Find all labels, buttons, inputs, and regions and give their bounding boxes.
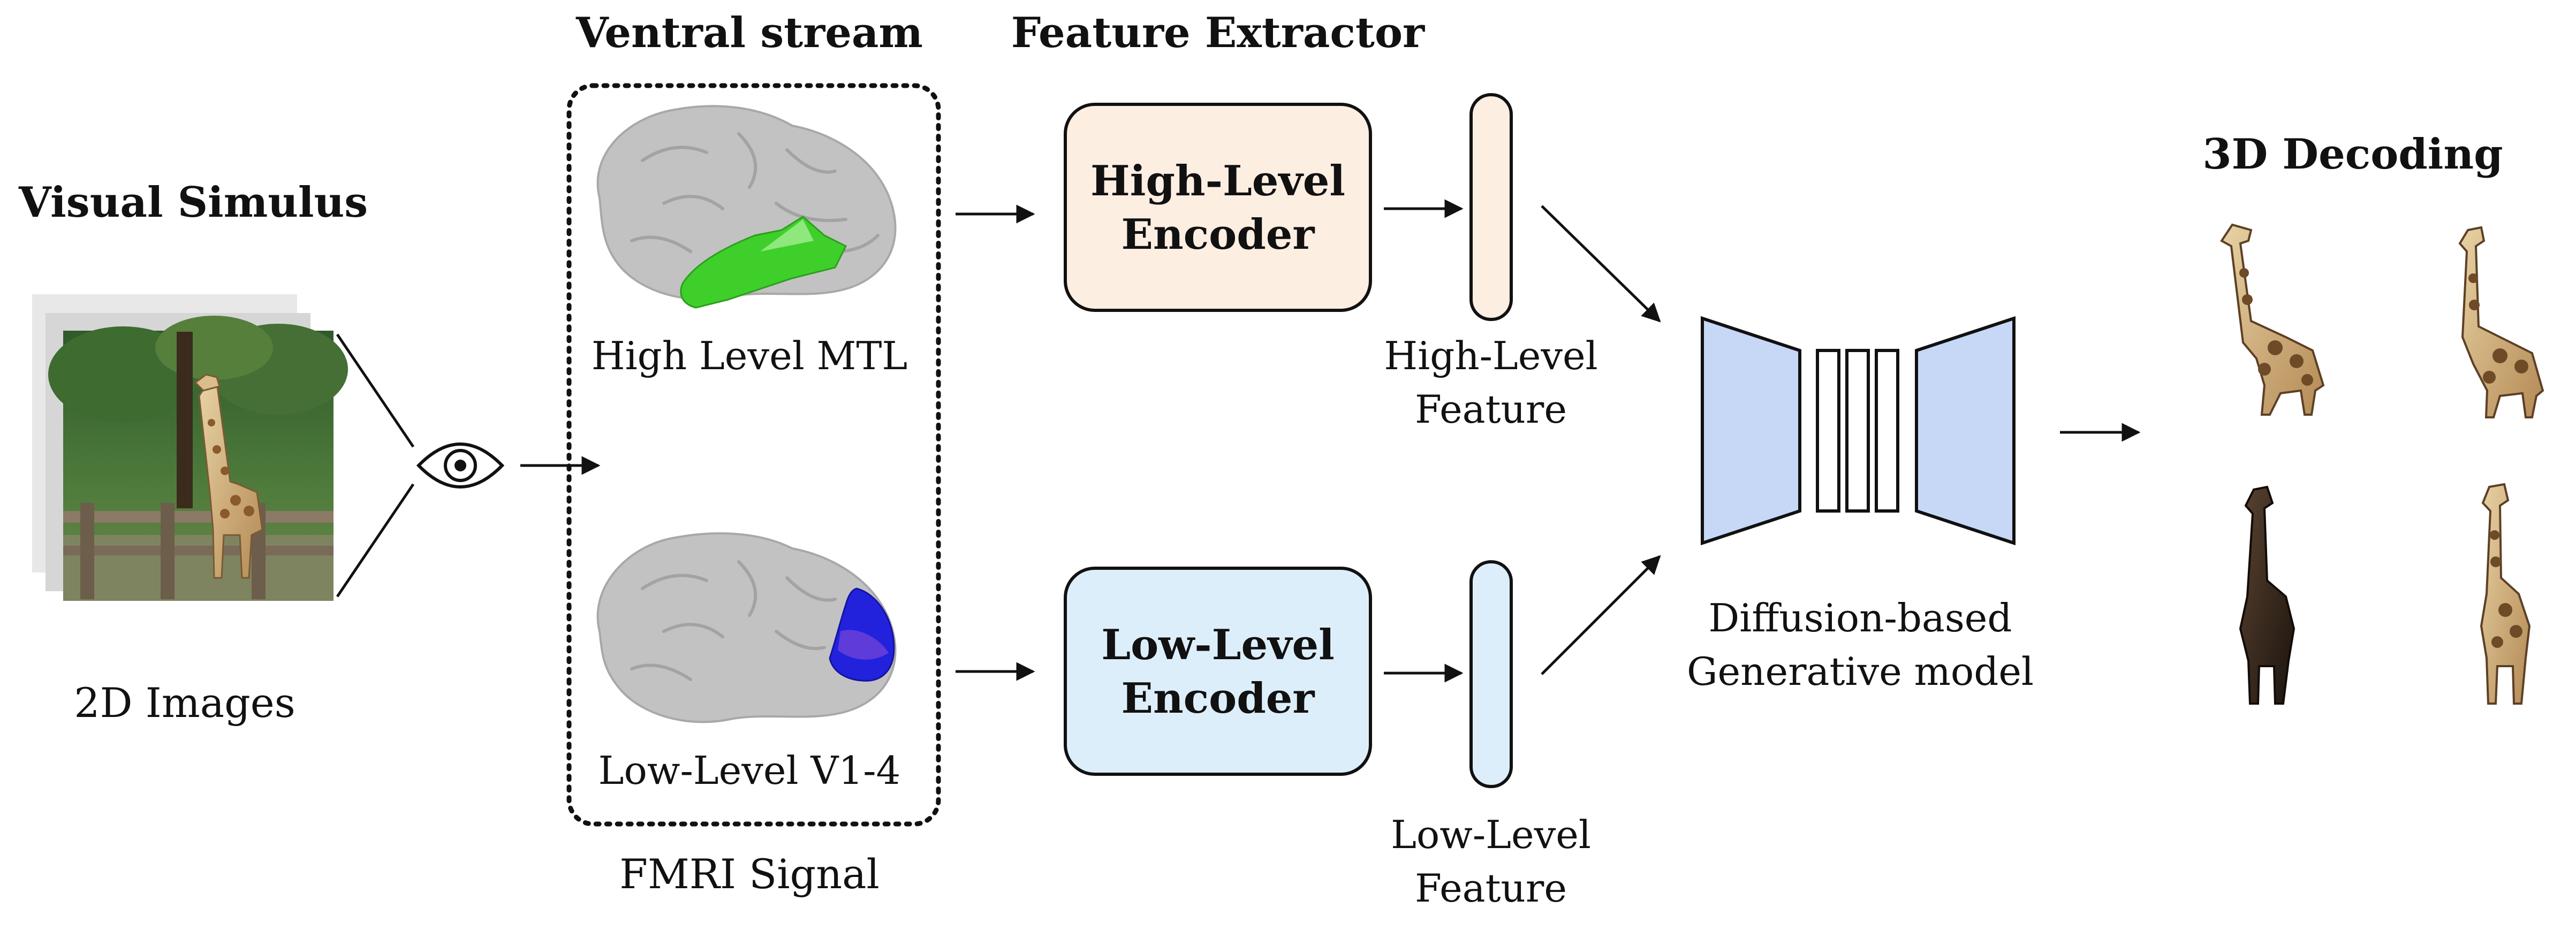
low-level-encoder-line1: Low-Level <box>1101 621 1334 669</box>
ventral-stream-box <box>566 83 941 827</box>
input-caption: 2D Images <box>74 679 295 727</box>
low-level-feature-line1: Low-Level <box>1391 812 1591 857</box>
low-level-feature-line2: Feature <box>1415 866 1567 911</box>
unet-bottleneck-3 <box>1875 349 1899 513</box>
high-level-feature-bar <box>1469 93 1513 321</box>
3d-decoding-title: 3D Decoding <box>2202 130 2503 179</box>
output-giraffe-3 <box>2239 485 2295 705</box>
low-level-encoder-line2: Encoder <box>1122 674 1315 723</box>
unet-decoder-trapezoid <box>1915 316 2016 546</box>
high-level-encoder-line2: Encoder <box>1122 210 1315 259</box>
high-level-encoder-box <box>1064 103 1372 312</box>
high-level-feature-line1: High-Level <box>1384 333 1597 378</box>
output-giraffe-2 <box>2458 226 2544 418</box>
low-level-v1-4-label: Low-Level V1-4 <box>598 748 901 793</box>
output-giraffe-1 <box>2220 223 2325 416</box>
unet-encoder-trapezoid <box>1701 316 1801 546</box>
low-feature-to-generator-arrow <box>1541 555 1661 675</box>
low-level-feature-bar <box>1469 560 1513 788</box>
low-level-encoder-box <box>1064 567 1372 776</box>
high-feature-to-generator-arrow <box>1541 205 1661 323</box>
high-level-encoder-line1: High-Level <box>1090 157 1345 205</box>
image-stack <box>32 294 348 601</box>
brain-high-level <box>596 105 897 309</box>
image-to-eye-line-top <box>336 333 415 448</box>
ventral-stream-title: Ventral stream <box>575 9 923 57</box>
brain-low-level <box>596 532 897 723</box>
fmri-signal-caption: FMRI Signal <box>619 850 880 898</box>
unet-bottleneck-1 <box>1816 349 1840 513</box>
image-to-eye-line-bottom <box>336 483 415 598</box>
eye-icon <box>416 442 505 489</box>
visual-stimulus-title: Visual Simulus <box>18 178 368 227</box>
unet-bottleneck-2 <box>1845 349 1870 513</box>
feature-extractor-title: Feature Extractor <box>1011 9 1425 57</box>
stimulus-photo <box>48 316 348 601</box>
output-giraffe-4 <box>2480 483 2531 705</box>
high-level-feature-line2: Feature <box>1415 387 1567 432</box>
generator-label-line2: Generative model <box>1687 649 2034 694</box>
generator-label-line1: Diffusion-based <box>1709 596 2012 640</box>
diffusion-unet <box>1701 316 2016 546</box>
high-level-mtl-label: High Level MTL <box>592 333 907 378</box>
